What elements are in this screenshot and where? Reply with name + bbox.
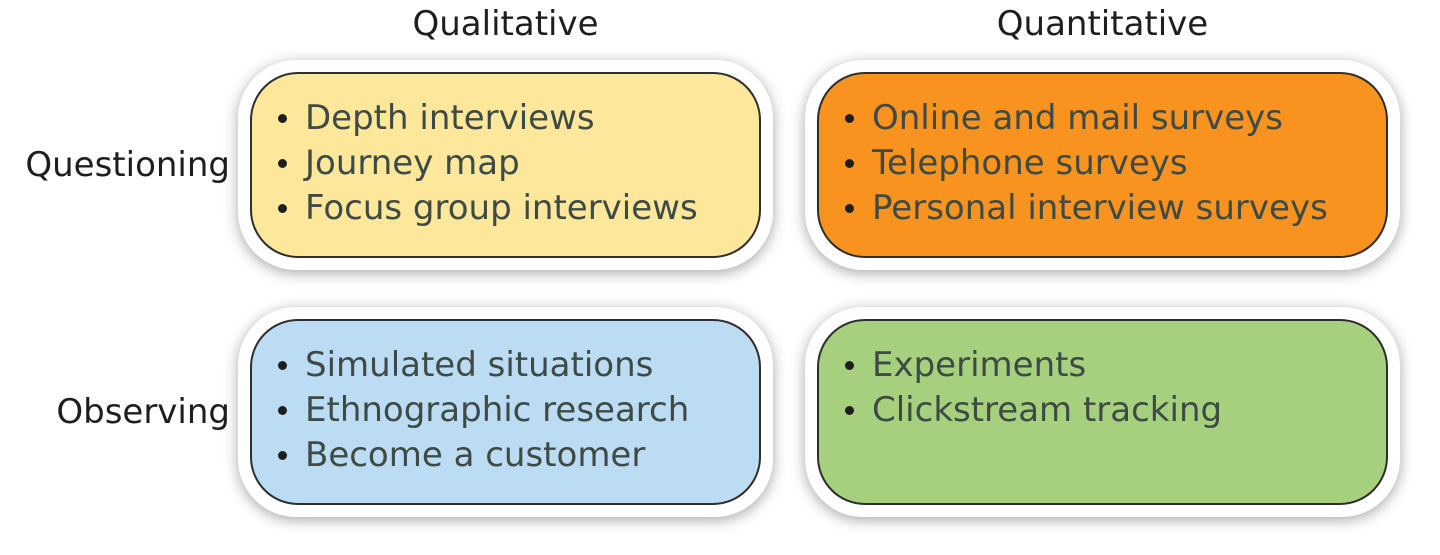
list-item: Focus group interviews <box>278 186 749 231</box>
card-questioning-quantitative: Online and mail surveys Telephone survey… <box>817 72 1388 258</box>
column-header-qualitative: Qualitative <box>412 4 599 44</box>
row-label-observing: Observing <box>56 392 230 432</box>
list-item: Clickstream tracking <box>845 388 1376 433</box>
list-item: Become a customer <box>278 433 749 478</box>
item-list: Depth interviews Journey map Focus group… <box>278 96 749 231</box>
bullet-icon <box>278 159 287 168</box>
cell-observing-qualitative: Simulated situations Ethnographic resear… <box>238 307 773 517</box>
item-list: Experiments Clickstream tracking <box>845 343 1376 433</box>
bullet-icon <box>845 159 854 168</box>
card-questioning-qualitative: Depth interviews Journey map Focus group… <box>250 72 761 258</box>
bullet-icon <box>845 406 854 415</box>
bullet-icon <box>278 361 287 370</box>
cell-questioning-quantitative: Online and mail surveys Telephone survey… <box>805 60 1400 270</box>
list-item: Personal interview surveys <box>845 186 1376 231</box>
card-observing-qualitative: Simulated situations Ethnographic resear… <box>250 319 761 505</box>
list-item: Telephone surveys <box>845 141 1376 186</box>
bullet-icon <box>278 451 287 460</box>
list-item: Depth interviews <box>278 96 749 141</box>
card-observing-quantitative: Experiments Clickstream tracking <box>817 319 1388 505</box>
bullet-icon <box>278 406 287 415</box>
list-item: Experiments <box>845 343 1376 388</box>
bullet-icon <box>845 361 854 370</box>
list-item: Online and mail surveys <box>845 96 1376 141</box>
list-item: Ethnographic research <box>278 388 749 433</box>
column-header-quantitative: Quantitative <box>996 4 1209 44</box>
bullet-icon <box>845 114 854 123</box>
list-item: Simulated situations <box>278 343 749 388</box>
cell-observing-quantitative: Experiments Clickstream tracking <box>805 307 1400 517</box>
bullet-icon <box>845 204 854 213</box>
item-list: Online and mail surveys Telephone survey… <box>845 96 1376 231</box>
bullet-icon <box>278 204 287 213</box>
cell-questioning-qualitative: Depth interviews Journey map Focus group… <box>238 60 773 270</box>
bullet-icon <box>278 114 287 123</box>
list-item: Journey map <box>278 141 749 186</box>
item-list: Simulated situations Ethnographic resear… <box>278 343 749 478</box>
row-label-questioning: Questioning <box>25 145 230 185</box>
